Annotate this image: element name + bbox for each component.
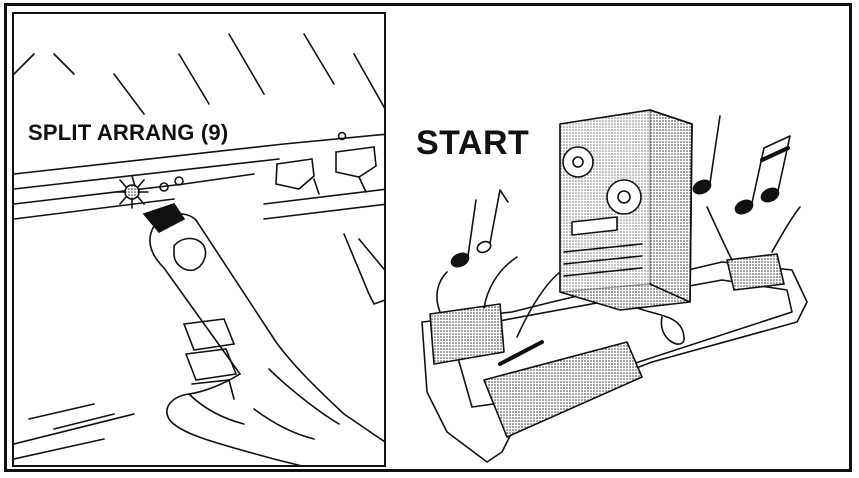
split-arrang-label: SPLIT ARRANG (9) [28,120,228,146]
left-panel: SPLIT ARRANG (9) [12,12,386,467]
pedal-icon [727,254,784,290]
pedal-icon [484,342,642,437]
pedal-icon [430,304,504,364]
light-burst-icon [116,176,148,208]
panel-line [14,54,34,74]
keyboard-panel-drawing [14,14,386,467]
start-label: START [416,124,529,163]
cassette-player-icon [560,110,692,310]
right-panel: START [392,12,847,467]
cassette-pedal-drawing [392,12,847,467]
